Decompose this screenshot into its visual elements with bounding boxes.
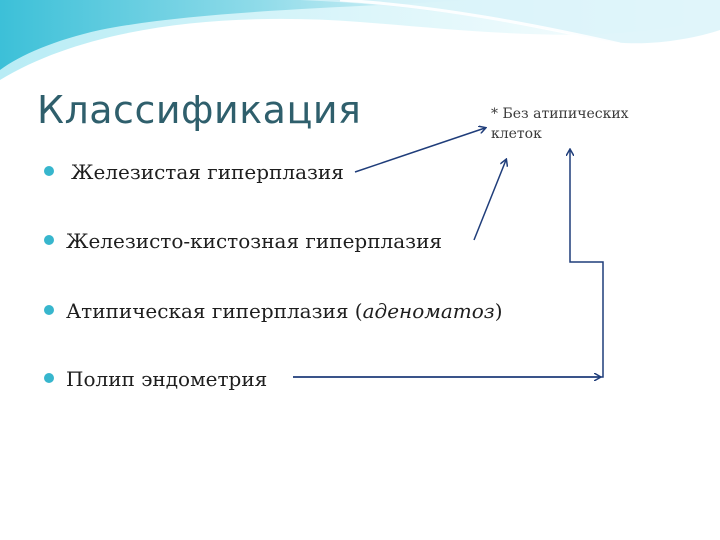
bullet-dot-icon xyxy=(44,235,54,245)
bullet-text: Железисто-кистозная гиперплазия xyxy=(66,229,443,253)
bullet-item-4: Полип эндометрия xyxy=(44,367,267,391)
bullet-item-1: Железистая гиперплазия xyxy=(44,160,344,184)
annotation-note-line-1: * Без атипических xyxy=(491,106,629,122)
bullet-text-after: ) xyxy=(494,299,503,323)
bullet-dot-icon xyxy=(44,305,54,315)
bullet-text: Полип эндометрия xyxy=(66,367,268,391)
bullet-text: Железистая гиперплазия xyxy=(71,160,344,184)
bullet-item-2: Железисто-кистозная гиперплазия xyxy=(44,229,442,253)
bullet-text-before: Атипическая гиперплазия ( xyxy=(66,299,363,323)
arrow-line-3 xyxy=(293,150,604,378)
bullet-dot-icon xyxy=(44,166,54,176)
bullet-text-italic: аденоматоз xyxy=(362,299,495,323)
bullet-dot-icon xyxy=(44,373,54,383)
bullet-item-3: Атипическая гиперплазия (аденоматоз) xyxy=(44,299,503,323)
arrow-line-2 xyxy=(473,160,506,241)
annotation-note: * Без атипических клеток xyxy=(491,104,681,144)
arrow-line-1 xyxy=(354,128,485,173)
slide-title: Классификация xyxy=(37,88,362,132)
header-wave-decoration xyxy=(0,0,720,80)
annotation-note-line-2: клеток xyxy=(491,126,542,142)
